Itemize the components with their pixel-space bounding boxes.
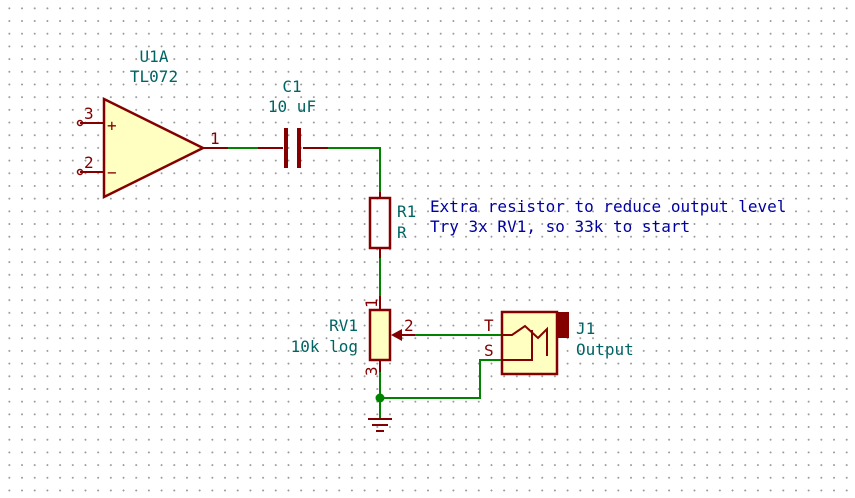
opamp-value: TL072: [130, 67, 178, 86]
opamp-pin-3-label: 3: [84, 104, 94, 123]
potentiometer-value: 10k log: [291, 337, 358, 356]
opamp-reference: U1A: [140, 47, 169, 66]
resistor-r1[interactable]: R1 R: [368, 192, 416, 258]
potentiometer-wiper-arrow: [391, 329, 402, 341]
ground-symbol[interactable]: [368, 418, 392, 432]
jack-sleeve-block: [557, 312, 569, 338]
resistor-reference: R1: [397, 202, 416, 221]
resistor-body: [368, 196, 392, 250]
wire-gnd-to-jack-sleeve[interactable]: [380, 359, 502, 399]
jack-value: Output: [576, 340, 634, 359]
opamp-u1a[interactable]: + − 3 2 1 U1A TL072: [76, 47, 229, 200]
jack-body: [500, 310, 559, 376]
audio-jack-j1[interactable]: T S J1 Output: [484, 310, 634, 376]
resistor-value: R: [397, 223, 407, 242]
opamp-minus-sign: −: [107, 163, 117, 182]
capacitor-value: 10 uF: [268, 97, 316, 116]
capacitor-reference: C1: [282, 77, 301, 96]
potentiometer-pin-3-label: 3: [362, 366, 381, 376]
wire-c1-to-r1[interactable]: [328, 147, 381, 192]
opamp-body: [102, 96, 206, 200]
opamp-pin-1-label: 1: [210, 129, 220, 148]
capacitor-c1[interactable]: C1 10 uF: [258, 77, 328, 168]
potentiometer-body: [368, 308, 392, 362]
potentiometer-pin-1-label: 1: [362, 298, 381, 308]
pin-3-unconnected-marker: [76, 119, 84, 127]
potentiometer-reference: RV1: [329, 316, 358, 335]
potentiometer-pin-2-label: 2: [404, 316, 414, 335]
jack-sleeve-contact: [502, 330, 533, 361]
jack-reference: J1: [576, 319, 595, 338]
wires: [228, 147, 502, 418]
opamp-pin-2-label: 2: [84, 153, 94, 172]
note-line-2: Try 3x RV1, so 33k to start: [430, 217, 690, 236]
wire-junction: [375, 393, 385, 403]
jack-pin-s-label: S: [484, 341, 494, 360]
note-line-1: Extra resistor to reduce output level: [430, 197, 786, 216]
schematic-note[interactable]: Extra resistor to reduce output level Tr…: [430, 197, 786, 236]
opamp-plus-sign: +: [107, 116, 117, 135]
potentiometer-rv1[interactable]: 1 3 2 RV1 10k log: [291, 296, 415, 376]
pin-2-unconnected-marker: [76, 168, 84, 176]
jack-pin-t-label: T: [484, 316, 494, 335]
